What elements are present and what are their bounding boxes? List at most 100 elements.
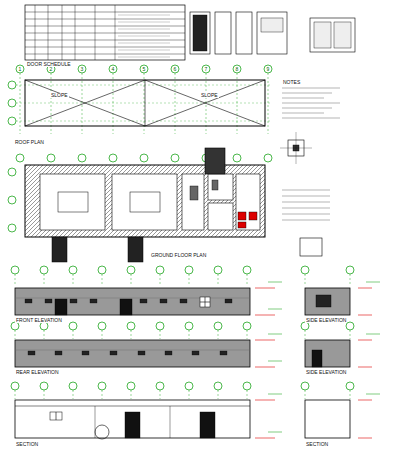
line-work	[282, 196, 330, 197]
line-work	[268, 73, 269, 134]
line-work	[75, 5, 76, 60]
grid-bubble	[156, 382, 164, 390]
line-work	[366, 282, 380, 283]
grid-bubble	[16, 65, 24, 73]
line-work	[282, 190, 330, 191]
grid-bubble	[171, 65, 179, 73]
line-work	[16, 103, 270, 104]
line-work	[366, 394, 380, 395]
window	[25, 299, 32, 303]
fixture	[238, 222, 246, 228]
grid-bubble	[8, 99, 16, 107]
line-work	[282, 98, 324, 99]
grid-bubble	[171, 154, 179, 162]
grid-bubble	[8, 117, 16, 125]
line-work	[218, 330, 219, 339]
grid-bubble	[98, 266, 106, 274]
line-work	[255, 367, 275, 368]
line-work	[131, 274, 132, 286]
line-work	[358, 288, 372, 289]
grid-bubble	[109, 65, 117, 73]
window	[110, 351, 117, 355]
view-label: DOOR SCHEDULE	[26, 62, 72, 67]
line-work	[268, 282, 282, 283]
grid-bubble	[243, 382, 251, 390]
line-work	[268, 361, 282, 362]
elevation-wall	[15, 340, 250, 367]
view-label: SLOPE	[200, 93, 219, 98]
grid-number: 1	[19, 67, 22, 72]
door-leaf	[193, 15, 207, 51]
grid-bubble	[127, 266, 135, 274]
window	[45, 299, 52, 303]
window	[160, 299, 167, 303]
line-work	[282, 103, 340, 104]
window	[82, 351, 89, 355]
grid-bubble	[346, 322, 354, 330]
window	[192, 351, 199, 355]
window	[314, 22, 331, 48]
line-work	[282, 208, 330, 209]
view-label: SIDE ELEVATION	[305, 318, 347, 323]
line-work	[118, 29, 170, 30]
line-work	[268, 309, 282, 310]
line-work	[25, 80, 145, 126]
fixture	[212, 180, 218, 190]
line-work	[189, 390, 190, 399]
line-work	[44, 390, 45, 399]
grid-number: 4	[112, 67, 115, 72]
line-work	[44, 330, 45, 339]
line-work	[15, 350, 250, 351]
section-outline	[15, 400, 250, 438]
line-work	[255, 315, 275, 316]
grid-number: 6	[174, 67, 177, 72]
door-elevation	[257, 12, 287, 54]
grid-bubble	[109, 154, 117, 162]
window	[165, 351, 172, 355]
grid-bubble	[69, 382, 77, 390]
equipment	[58, 192, 88, 212]
line-work	[62, 5, 63, 60]
line-work	[73, 274, 74, 286]
room	[236, 174, 260, 230]
window	[200, 297, 210, 307]
window	[316, 295, 331, 307]
grid-bubble	[233, 65, 241, 73]
detail-circle	[95, 425, 109, 439]
line-work	[358, 340, 372, 341]
line-work	[73, 390, 74, 399]
line-work	[160, 274, 161, 286]
grid-bubble	[264, 65, 272, 73]
grid-bubble	[202, 65, 210, 73]
grid-bubble	[16, 154, 24, 162]
window	[28, 351, 35, 355]
line-work	[25, 33, 185, 34]
line-work	[350, 390, 351, 399]
line-work	[25, 19, 185, 20]
view-label: SECTION	[15, 442, 39, 447]
window	[50, 412, 62, 420]
line-work	[118, 36, 170, 37]
line-work	[255, 340, 275, 341]
grid-bubble	[40, 266, 48, 274]
room	[112, 174, 177, 230]
window	[140, 299, 147, 303]
section-side	[305, 400, 350, 438]
window	[90, 299, 97, 303]
grid-bubble	[11, 266, 19, 274]
door	[120, 299, 132, 315]
line-work	[282, 202, 330, 203]
grid-bubble	[243, 322, 251, 330]
line-work	[35, 5, 36, 60]
window	[261, 18, 283, 32]
room	[40, 174, 105, 230]
line-work	[102, 274, 103, 286]
grid-bubble	[78, 65, 86, 73]
window	[220, 351, 227, 355]
view-label: FRONT ELEVATION	[15, 318, 63, 323]
view-label: GROUND FLOOR PLAN	[150, 253, 207, 258]
grid-bubble	[214, 266, 222, 274]
line-work	[15, 274, 16, 286]
line-work	[282, 93, 332, 94]
